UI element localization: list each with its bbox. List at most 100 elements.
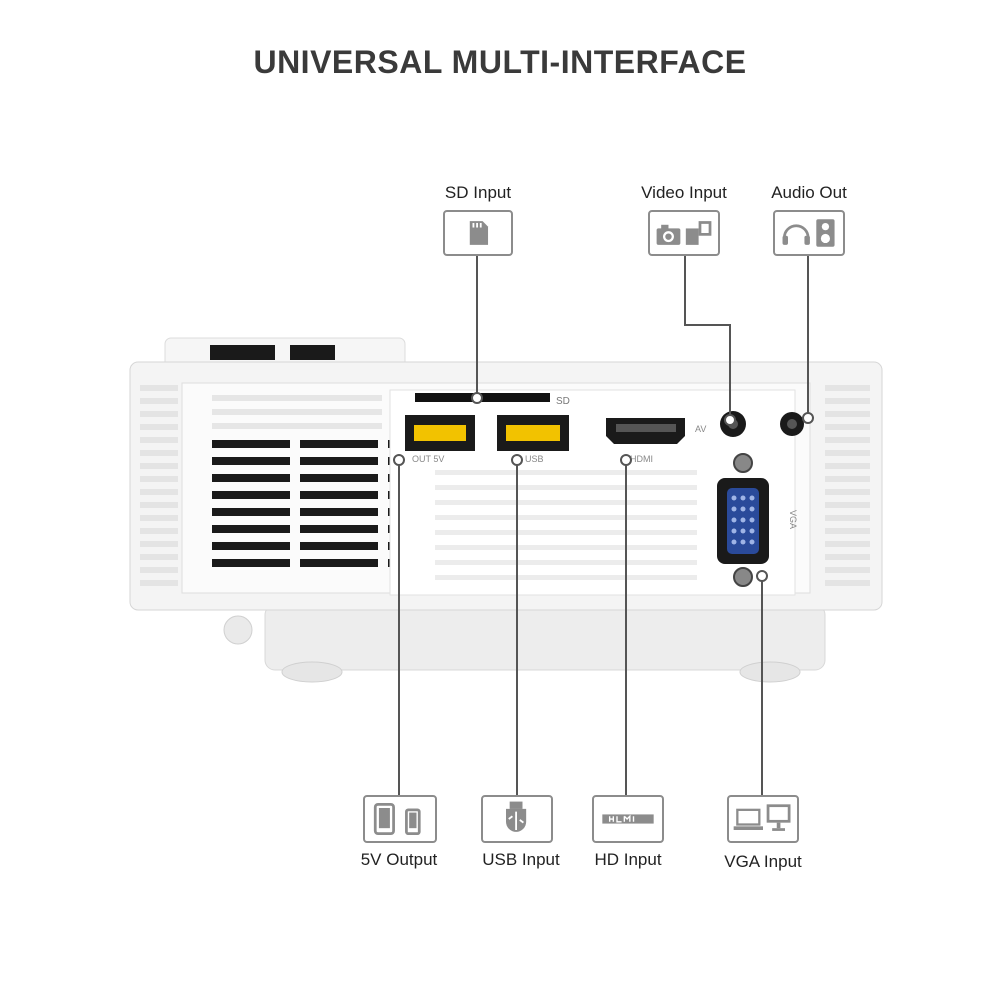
phone-tablet-icon — [363, 795, 437, 843]
projector-top-button-right — [290, 345, 335, 360]
projector-foot-right — [739, 661, 801, 683]
vga-pin — [740, 506, 746, 512]
usb-icon — [481, 795, 553, 843]
vga-pin — [731, 495, 737, 501]
vent-slot — [212, 559, 290, 567]
grille-slot-right — [825, 411, 870, 417]
headphone-speaker-icon — [773, 210, 845, 256]
panel-stripe — [435, 560, 697, 565]
panel-stripe — [435, 500, 697, 505]
vent-slot-light — [212, 409, 382, 415]
usb-port-5v-tongue — [414, 425, 466, 441]
grille-slot-left — [140, 580, 178, 586]
grille-slot-right — [825, 515, 870, 521]
grille-slot-left — [140, 567, 178, 573]
hdmi-port-inner — [616, 424, 676, 432]
vga-pin — [740, 495, 746, 501]
vga-pin — [740, 528, 746, 534]
grille-slot-left — [140, 450, 178, 456]
out-5v-port-print: OUT 5V — [412, 454, 444, 464]
vga-pin — [731, 539, 737, 545]
connector-lines — [398, 255, 809, 795]
grille-slot-left — [140, 502, 178, 508]
panel-stripe — [435, 470, 697, 475]
vent-slot — [300, 525, 378, 533]
vent-slot-light — [212, 423, 382, 429]
vent-slot — [212, 525, 290, 533]
panel-stripe — [435, 575, 697, 580]
audio-jack-hole — [787, 419, 797, 429]
panel-stripe — [435, 545, 697, 550]
side-grilles — [140, 385, 870, 586]
vent-slot — [300, 474, 378, 482]
page-title: UNIVERSAL MULTI-INTERFACE — [253, 44, 747, 80]
vga-screw-bottom — [733, 567, 753, 587]
vga-pin — [749, 506, 755, 512]
grille-slot-right — [825, 580, 870, 586]
vga-pin — [749, 539, 755, 545]
hdmi-logo-icon — [592, 795, 664, 843]
projector-foot-left — [281, 661, 343, 683]
vent-slot — [212, 508, 290, 516]
projector-knob — [223, 615, 253, 645]
sd-card-icon — [443, 210, 513, 256]
grille-slot-right — [825, 541, 870, 547]
label-video-input: Video Input — [641, 183, 727, 202]
grille-slot-left — [140, 541, 178, 547]
grille-slot-left — [140, 476, 178, 482]
vent-slot — [212, 440, 290, 448]
label-sd-input: SD Input — [444, 183, 512, 202]
grille-slot-right — [825, 567, 870, 573]
usb-port-print: USB — [525, 454, 544, 464]
grille-slot-left — [140, 554, 178, 560]
vent-slot — [212, 474, 290, 482]
label-audio-out: Audio Out — [771, 183, 847, 202]
label-hd-input: HD Input — [594, 850, 662, 869]
vga-port-print: VGA — [788, 510, 798, 529]
laptop-monitor-icon — [727, 795, 799, 843]
grille-slot-left — [140, 515, 178, 521]
projector-base — [264, 604, 826, 671]
vga-pin — [749, 495, 755, 501]
vent-slot — [300, 491, 378, 499]
line-video — [684, 255, 731, 420]
vga-pin — [749, 517, 755, 523]
projector-top-button-left — [210, 345, 275, 360]
camera-icon — [648, 210, 720, 256]
grille-slot-right — [825, 463, 870, 469]
vga-pins — [731, 495, 755, 545]
vga-pin — [731, 528, 737, 534]
grille-slot-right — [825, 398, 870, 404]
vent-slot-light — [212, 395, 382, 401]
vga-pin — [740, 517, 746, 523]
panel-stripe — [435, 485, 697, 490]
av-port-print: AV — [695, 424, 706, 434]
grille-slot-right — [825, 489, 870, 495]
grille-slot-right — [825, 450, 870, 456]
label-5v-output: 5V Output — [360, 850, 438, 869]
grille-slot-left — [140, 463, 178, 469]
grille-slot-left — [140, 411, 178, 417]
vent-slot — [300, 508, 378, 516]
label-vga-input: VGA Input — [724, 852, 802, 871]
grille-slot-right — [825, 528, 870, 534]
vga-screw-top — [733, 453, 753, 473]
grille-slot-left — [140, 424, 178, 430]
vent-slot — [300, 542, 378, 550]
vent-slot — [300, 457, 378, 465]
vent-slot — [300, 440, 378, 448]
vga-pin — [731, 517, 737, 523]
vent-slot — [212, 491, 290, 499]
label-usb-input: USB Input — [482, 850, 560, 869]
vga-pin — [749, 528, 755, 534]
grille-slot-left — [140, 398, 178, 404]
grille-slot-right — [825, 502, 870, 508]
panel-stripe — [435, 515, 697, 520]
grille-slot-right — [825, 424, 870, 430]
usb-port-input-tongue — [506, 425, 560, 441]
sd-port-print: SD — [556, 396, 570, 407]
grille-slot-left — [140, 385, 178, 391]
grille-slot-left — [140, 528, 178, 534]
panel-stripe — [435, 530, 697, 535]
